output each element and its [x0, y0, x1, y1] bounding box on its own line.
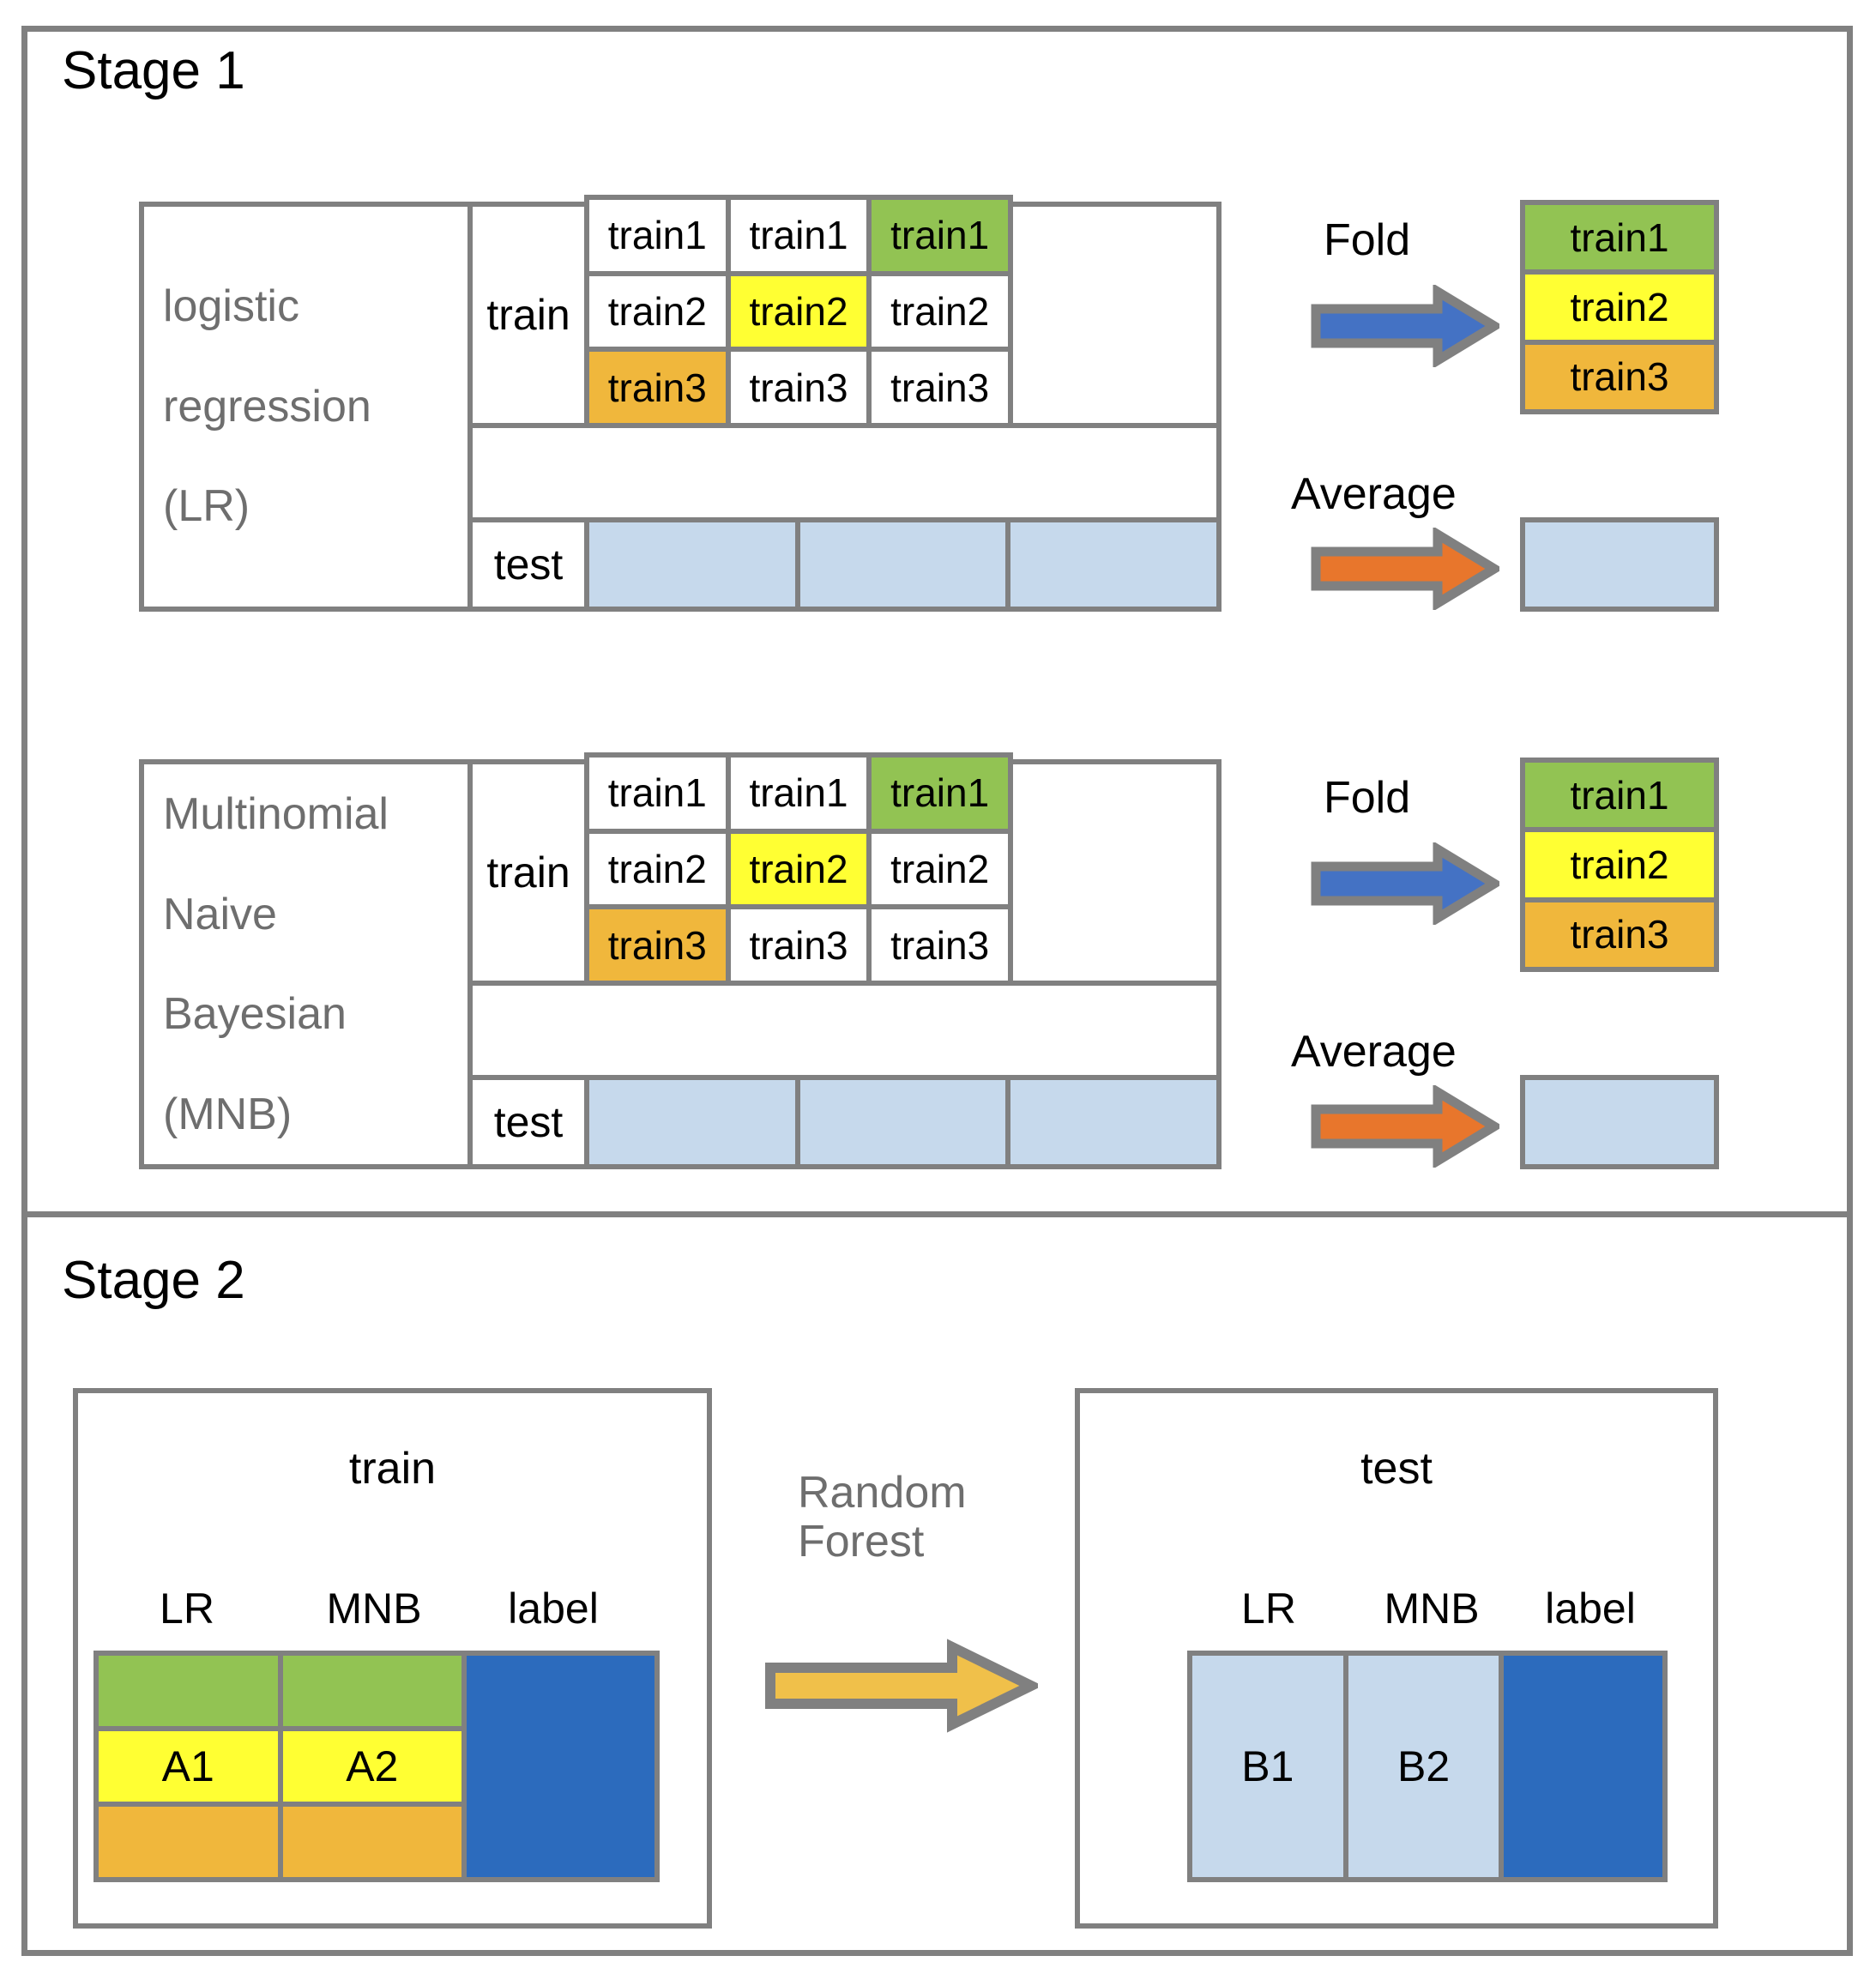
model-block-logistic-regression: logistic regression (LR) train test trai…	[139, 195, 1222, 612]
random-forest-label-line: Forest	[798, 1517, 925, 1567]
fold-cell: train3	[872, 352, 1008, 423]
row-label-test: test	[473, 1080, 584, 1164]
average-result-cell	[1520, 517, 1719, 612]
fold-result-stack: train1 train2 train3	[1520, 200, 1719, 414]
stage-2-title: Stage 2	[62, 1251, 245, 1310]
column-header-mnb: MNB	[1384, 1585, 1480, 1633]
model-name-logistic-regression: logistic regression (LR)	[163, 202, 467, 612]
model-block-vertical-separator	[467, 759, 473, 1169]
stage2-train-cell	[99, 1807, 278, 1877]
model-name-line: (MNB)	[163, 1089, 293, 1139]
stage2-train-label-cell	[467, 1656, 654, 1877]
model-name-line: logistic	[163, 281, 299, 332]
fold-cell: train1	[589, 758, 726, 829]
row-label-train: train	[473, 207, 584, 423]
test-cell	[799, 522, 1006, 607]
fold-cell: train2	[872, 275, 1008, 347]
stage2-train-title: train	[348, 1444, 437, 1494]
fold-cell: train2	[589, 275, 726, 347]
fold-cell: train2	[730, 275, 867, 347]
random-forest-label-line: Random	[798, 1468, 967, 1518]
fold-cell: train1	[730, 200, 867, 271]
fold-cell: train1	[872, 758, 1008, 829]
stage2-test-table: B1 B2	[1187, 1651, 1668, 1882]
average-arrow-icon	[1311, 528, 1499, 610]
model-block-multinomial-naive-bayesian: Multinomial Naive Bayesian (MNB) train t…	[139, 752, 1222, 1169]
diagram-outer-frame	[21, 26, 1853, 1956]
fold-cell: train3	[589, 909, 726, 981]
column-header-lr: LR	[1241, 1585, 1296, 1633]
stage2-test-column-headers: LR MNB label	[1187, 1584, 1668, 1633]
stage2-test-label-cell	[1504, 1656, 1662, 1877]
model-name-line: Bayesian	[163, 989, 347, 1040]
fold-result-cell: train3	[1525, 902, 1714, 967]
average-result-cell	[1520, 1075, 1719, 1169]
column-header-label: label	[1545, 1585, 1636, 1633]
model-block-vertical-separator	[467, 202, 473, 612]
stage2-test-cell: B1	[1192, 1656, 1343, 1877]
stage2-train-column-headers: LR MNB label	[93, 1584, 660, 1633]
model-name-multinomial-naive-bayesian: Multinomial Naive Bayesian (MNB)	[163, 759, 467, 1169]
stage2-train-cell: A2	[282, 1731, 462, 1802]
fold-arrow-label: Fold	[1324, 215, 1411, 265]
test-strip	[584, 517, 1222, 612]
stage-divider	[21, 1211, 1853, 1217]
fold-result-cell: train2	[1525, 275, 1714, 340]
random-forest-arrow-icon	[765, 1639, 1038, 1733]
stage2-train-cell	[282, 1807, 462, 1877]
fold-cell: train2	[872, 833, 1008, 905]
row-label-train: train	[473, 764, 584, 981]
fold-cell: train3	[730, 352, 867, 423]
fold-result-cell: train3	[1525, 344, 1714, 409]
test-strip	[584, 1075, 1222, 1169]
stage2-train-panel: train LR MNB label A1 A2	[73, 1388, 712, 1929]
fold-cell: train3	[730, 909, 867, 981]
stage-1-title: Stage 1	[62, 41, 245, 100]
fold-arrow-icon	[1311, 842, 1499, 925]
stage2-test-title: test	[1360, 1444, 1433, 1494]
random-forest-arrow-label: Random Forest	[798, 1468, 967, 1567]
fold-cell: train3	[589, 352, 726, 423]
fold-grid: train1 train1 train1 train2 train2 train…	[584, 195, 1013, 428]
test-cell	[589, 522, 795, 607]
model-name-line: Multinomial	[163, 789, 389, 840]
fold-result-cell: train1	[1525, 205, 1714, 270]
average-arrow-label: Average	[1291, 469, 1457, 519]
row-label-test: test	[473, 522, 584, 607]
model-name-line: Naive	[163, 889, 277, 939]
fold-cell: train2	[589, 833, 726, 905]
column-header-label: label	[508, 1585, 599, 1633]
fold-result-cell: train2	[1525, 832, 1714, 897]
stage2-train-cell	[282, 1656, 462, 1726]
column-header-lr: LR	[160, 1585, 214, 1633]
model-name-line: regression	[163, 381, 371, 432]
fold-cell: train3	[872, 909, 1008, 981]
fold-result-stack: train1 train2 train3	[1520, 758, 1719, 972]
stage2-train-cell	[99, 1656, 278, 1726]
average-arrow-label: Average	[1291, 1027, 1457, 1077]
fold-cell: train1	[872, 200, 1008, 271]
fold-cell: train2	[730, 833, 867, 905]
fold-cell: train1	[589, 200, 726, 271]
fold-result-cell: train1	[1525, 763, 1714, 828]
fold-arrow-icon	[1311, 285, 1499, 367]
fold-arrow-label: Fold	[1324, 773, 1411, 823]
model-name-line: (LR)	[163, 481, 250, 532]
test-cell	[589, 1080, 795, 1164]
stage2-train-table: A1 A2	[93, 1651, 660, 1882]
fold-cell: train1	[730, 758, 867, 829]
fold-grid: train1 train1 train1 train2 train2 train…	[584, 752, 1013, 986]
average-arrow-icon	[1311, 1085, 1499, 1168]
stage2-train-cell: A1	[99, 1731, 278, 1802]
stage2-test-panel: test LR MNB label B1 B2	[1075, 1388, 1718, 1929]
column-header-mnb: MNB	[326, 1585, 422, 1633]
test-cell	[1010, 522, 1216, 607]
test-cell	[799, 1080, 1006, 1164]
stage2-test-cell: B2	[1348, 1656, 1499, 1877]
test-cell	[1010, 1080, 1216, 1164]
